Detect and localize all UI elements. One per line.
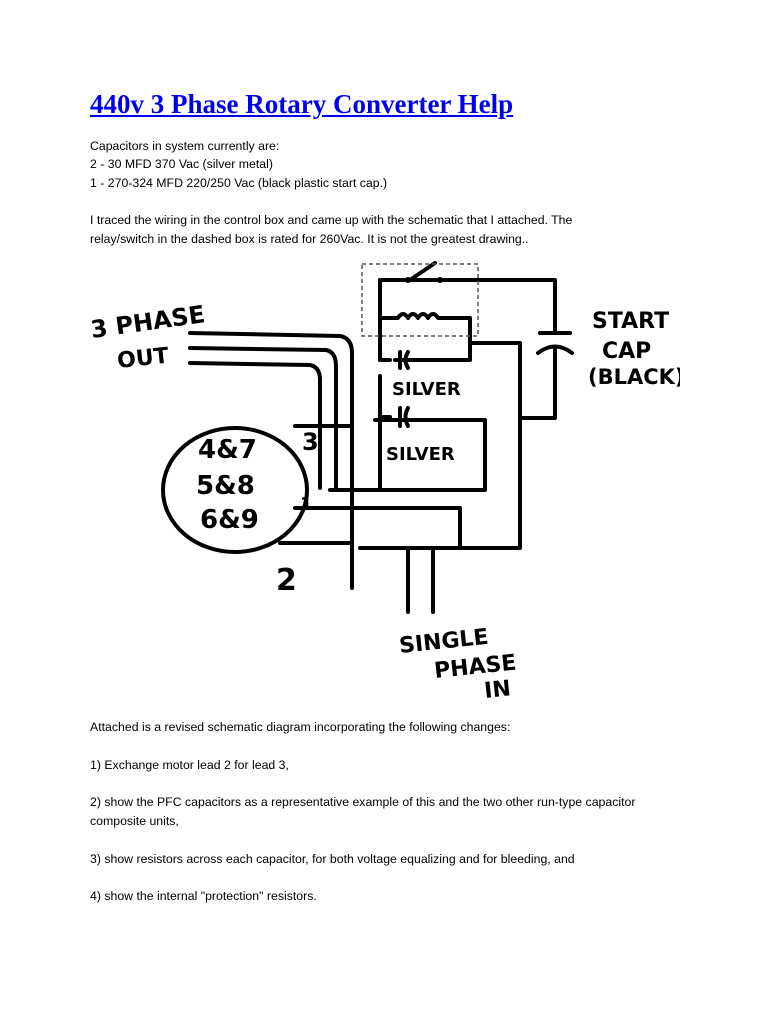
label-motor-leads-1: 4&7 xyxy=(198,435,257,465)
hand-drawn-schematic: 3 PHASE OUT 4&7 5&8 6&9 3 1 2 SILVER SIL… xyxy=(90,261,680,704)
label-motor-leads-2: 5&8 xyxy=(196,471,255,501)
cap-line-start: 1 - 270-324 MFD 220/250 Vac (black plast… xyxy=(90,176,388,190)
change-item-3: 3) show resistors across each capacitor,… xyxy=(90,852,575,866)
traced-paragraph-line-2: relay/switch in the dashed box is rated … xyxy=(90,232,529,246)
cap-line-silver: 2 - 30 MFD 370 Vac (silver metal) xyxy=(90,157,273,171)
label-lead-2: 2 xyxy=(276,563,297,598)
caps-heading: Capacitors in system currently are: xyxy=(90,139,280,153)
label-phase-out-2: OUT xyxy=(116,344,170,374)
label-start-cap-3: (BLACK) xyxy=(588,365,680,389)
label-lead-1: 1 xyxy=(300,494,313,515)
label-silver-cap-1: SILVER xyxy=(392,379,461,400)
change-item-2-line-1: 2) show the PFC capacitors as a represen… xyxy=(90,795,636,809)
label-motor-leads-3: 6&9 xyxy=(200,505,259,535)
change-item-4: 4) show the internal "protection" resist… xyxy=(90,889,317,903)
label-silver-cap-2: SILVER xyxy=(386,444,455,465)
label-start-cap-1: START xyxy=(592,309,669,334)
traced-paragraph-line-1: I traced the wiring in the control box a… xyxy=(90,213,573,227)
page-title[interactable]: 440v 3 Phase Rotary Converter Help xyxy=(90,89,514,119)
change-item-1: 1) Exchange motor lead 2 for lead 3, xyxy=(90,758,289,772)
change-item-2-line-2: composite units, xyxy=(90,814,179,828)
label-single-phase-3: IN xyxy=(483,676,512,704)
changes-intro: Attached is a revised schematic diagram … xyxy=(90,720,511,734)
label-lead-3: 3 xyxy=(302,428,319,456)
label-phase-out-1: 3 PHASE xyxy=(90,300,207,344)
label-start-cap-2: CAP xyxy=(602,339,651,364)
